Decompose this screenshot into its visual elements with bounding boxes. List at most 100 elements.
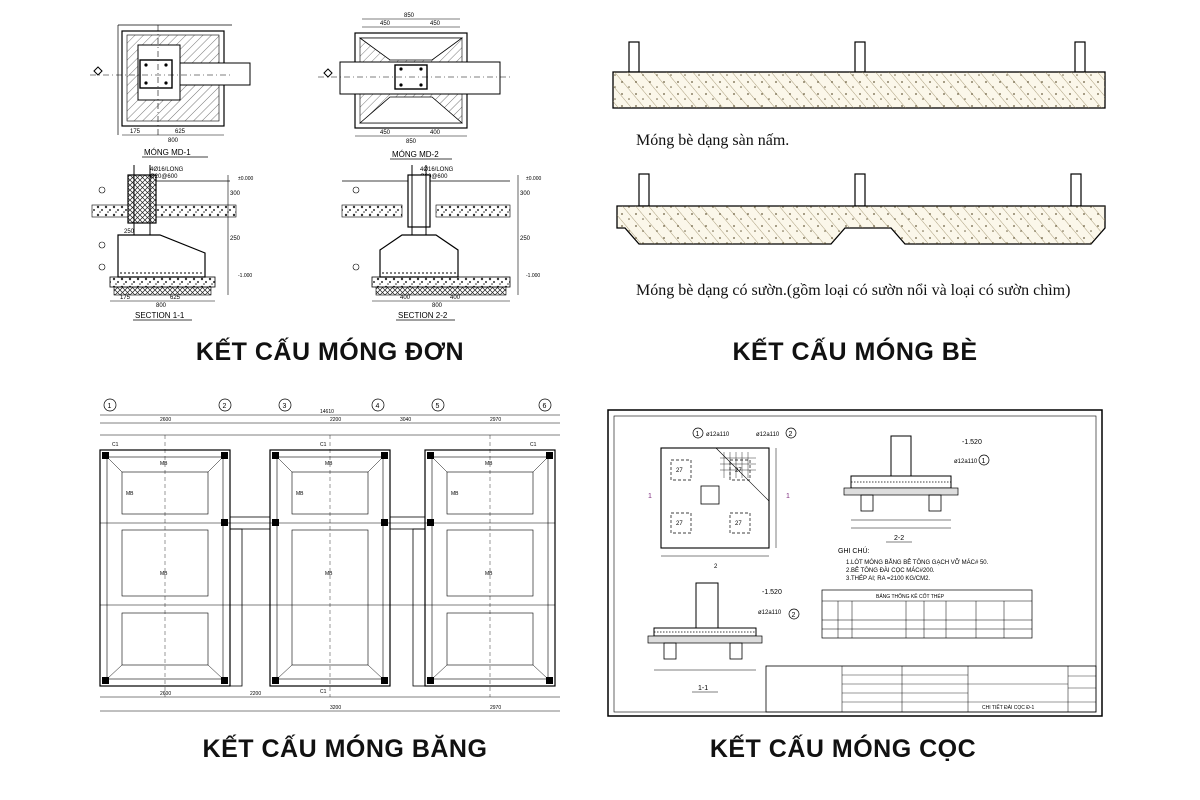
svg-text:1.LÓT MÓNG BẰNG BÊ TÔNG GẠCH V: 1.LÓT MÓNG BẰNG BÊ TÔNG GẠCH VỠ MÁC# 50. [846, 558, 989, 566]
mong-be-drawing [605, 30, 1125, 270]
pile-cap-plan: 1 ø12a110 ø12a110 2 27 27 27 27 1 1 [648, 427, 797, 570]
plan2-title: MÓNG MD-2 [392, 150, 439, 159]
svg-text:27: 27 [735, 468, 742, 474]
dim-850-top: 850 [404, 13, 415, 19]
svg-text:1-1: 1-1 [698, 685, 708, 692]
svg-text:±0.000: ±0.000 [238, 176, 253, 182]
mong-coc-svg: 1 ø12a110 ø12a110 2 27 27 27 27 1 1 [607, 409, 1103, 717]
svg-text:1: 1 [982, 458, 986, 465]
svg-text:2200: 2200 [330, 417, 341, 423]
svg-text:2200: 2200 [250, 691, 261, 697]
svg-text:CHI TIẾT ĐÀI CỌC Đ-1: CHI TIẾT ĐÀI CỌC Đ-1 [982, 704, 1035, 711]
svg-text:4: 4 [376, 403, 380, 410]
dim-175: 175 [130, 129, 141, 135]
svg-text:175: 175 [120, 295, 131, 301]
svg-text:MB: MB [325, 571, 333, 577]
svg-text:2-2: 2-2 [894, 535, 904, 542]
section2-title: SECTION 2-2 [398, 311, 448, 320]
svg-text:C1: C1 [530, 442, 537, 448]
svg-text:800: 800 [432, 303, 443, 309]
svg-text:450: 450 [380, 21, 391, 27]
svg-text:3040: 3040 [400, 417, 411, 423]
mong-coc-drawing: 1 ø12a110 ø12a110 2 27 27 27 27 1 1 [606, 408, 1104, 718]
svg-text:14610: 14610 [320, 409, 334, 415]
svg-text:250: 250 [124, 229, 135, 235]
svg-text:1: 1 [648, 493, 652, 500]
note-ribbed-raft: Móng bè dạng có sườn.(gồm loại có sườn n… [636, 282, 1071, 299]
svg-text:450: 450 [430, 21, 441, 27]
strip-footings [99, 435, 556, 697]
caption-mong-be: KẾT CẤU MÓNG BÈ [732, 338, 978, 366]
svg-text:MB: MB [485, 571, 493, 577]
caption-mong-coc: KẾT CẤU MÓNG CỌC [709, 735, 977, 763]
svg-text:C1: C1 [112, 442, 119, 448]
svg-text:250: 250 [520, 236, 531, 242]
svg-text:MB: MB [160, 461, 168, 467]
svg-text:ø12a110: ø12a110 [954, 459, 978, 465]
svg-text:ø12a110: ø12a110 [756, 432, 780, 438]
svg-text:2: 2 [223, 403, 227, 410]
note-flat-raft: Móng bè dạng sàn nấm. [636, 132, 790, 149]
svg-text:MB: MB [126, 491, 134, 497]
svg-text:850: 850 [406, 139, 417, 145]
svg-text:-1.000: -1.000 [238, 273, 252, 279]
svg-text:4Ø16/LONG: 4Ø16/LONG [420, 167, 454, 173]
svg-text:1: 1 [786, 493, 790, 500]
svg-text:400: 400 [430, 130, 441, 136]
svg-text:Ø20@600: Ø20@600 [420, 174, 448, 180]
plan-md2: 850 450 450 450 400 850 MÓNG MD-2 [318, 13, 510, 160]
svg-text:ø12a110: ø12a110 [758, 610, 782, 616]
mong-bang-svg: 1 2 3 4 5 6 14610 2600 2200 3040 2970 26… [99, 398, 560, 712]
svg-text:GHI CHÚ:: GHI CHÚ: [838, 546, 870, 555]
svg-text:300: 300 [230, 191, 241, 197]
svg-text:400: 400 [400, 295, 411, 301]
columns[interactable] [102, 452, 553, 684]
svg-text:Ø20@600: Ø20@600 [150, 174, 178, 180]
notes: GHI CHÚ: 1.LÓT MÓNG BẰNG BÊ TÔNG GẠCH VỠ… [838, 546, 989, 582]
section1-title: SECTION 1-1 [135, 311, 185, 320]
svg-text:±0.000: ±0.000 [526, 176, 541, 182]
raft-flat [612, 41, 1106, 109]
svg-text:5: 5 [436, 403, 440, 410]
svg-text:2600: 2600 [160, 691, 171, 697]
svg-text:ø12a110: ø12a110 [706, 432, 730, 438]
steel-table: BẢNG THỐNG KÊ CỐT THÉP [821, 589, 1033, 639]
section-1-1-coc: -1.520 ø12a110 2 1-1 [647, 582, 800, 693]
svg-text:800: 800 [156, 303, 167, 309]
svg-text:2970: 2970 [490, 705, 501, 711]
svg-text:MB: MB [325, 461, 333, 467]
svg-text:BẢNG THỐNG KÊ CỐT THÉP: BẢNG THỐNG KÊ CỐT THÉP [876, 592, 945, 600]
mong-be-svg [612, 41, 1106, 245]
svg-text:2: 2 [714, 564, 718, 570]
svg-text:2: 2 [792, 612, 796, 619]
svg-text:-1.520: -1.520 [962, 439, 982, 446]
svg-text:27: 27 [676, 521, 683, 527]
mong-bang-drawing: 1 2 3 4 5 6 14610 2600 2200 3040 2970 26… [80, 395, 585, 725]
beam-labels: MB MB MB MB MB MB MB MB MB C1 C1 C1 C1 [112, 442, 537, 695]
svg-text:300: 300 [520, 191, 531, 197]
svg-text:MB: MB [485, 461, 493, 467]
mong-don-drawing: 175 625 800 MÓNG MD-1 850 450 450 450 40… [80, 5, 560, 325]
section-2-2: 4Ø16/LONG Ø20@600 300 250 ±0.000 -1.000 … [341, 165, 541, 321]
svg-text:C1: C1 [320, 689, 327, 695]
svg-text:MB: MB [296, 491, 304, 497]
svg-text:2: 2 [789, 431, 793, 438]
caption-mong-don: KẾT CẤU MÓNG ĐƠN [195, 338, 465, 366]
dim-625: 625 [175, 129, 186, 135]
svg-text:3: 3 [283, 403, 287, 410]
caption-mong-bang: KẾT CẤU MÓNG BĂNG [202, 735, 488, 763]
plan1-title: MÓNG MD-1 [144, 148, 191, 157]
svg-text:27: 27 [735, 521, 742, 527]
svg-text:4Ø16/LONG: 4Ø16/LONG [150, 167, 184, 173]
svg-text:450: 450 [380, 130, 391, 136]
svg-text:2970: 2970 [490, 417, 501, 423]
svg-text:-1.000: -1.000 [526, 273, 540, 279]
svg-text:3.THÉP AI; RA =2100 KG/CM2.: 3.THÉP AI; RA =2100 KG/CM2. [846, 575, 930, 582]
svg-text:-1.520: -1.520 [762, 589, 782, 596]
svg-text:27: 27 [676, 468, 683, 474]
svg-text:6: 6 [543, 403, 547, 410]
title-block: CHI TIẾT ĐÀI CỌC Đ-1 [765, 665, 1097, 713]
section-2-2-coc: -1.520 ø12a110 1 2-2 [843, 435, 990, 543]
svg-text:625: 625 [170, 295, 181, 301]
dim-800: 800 [168, 138, 179, 144]
